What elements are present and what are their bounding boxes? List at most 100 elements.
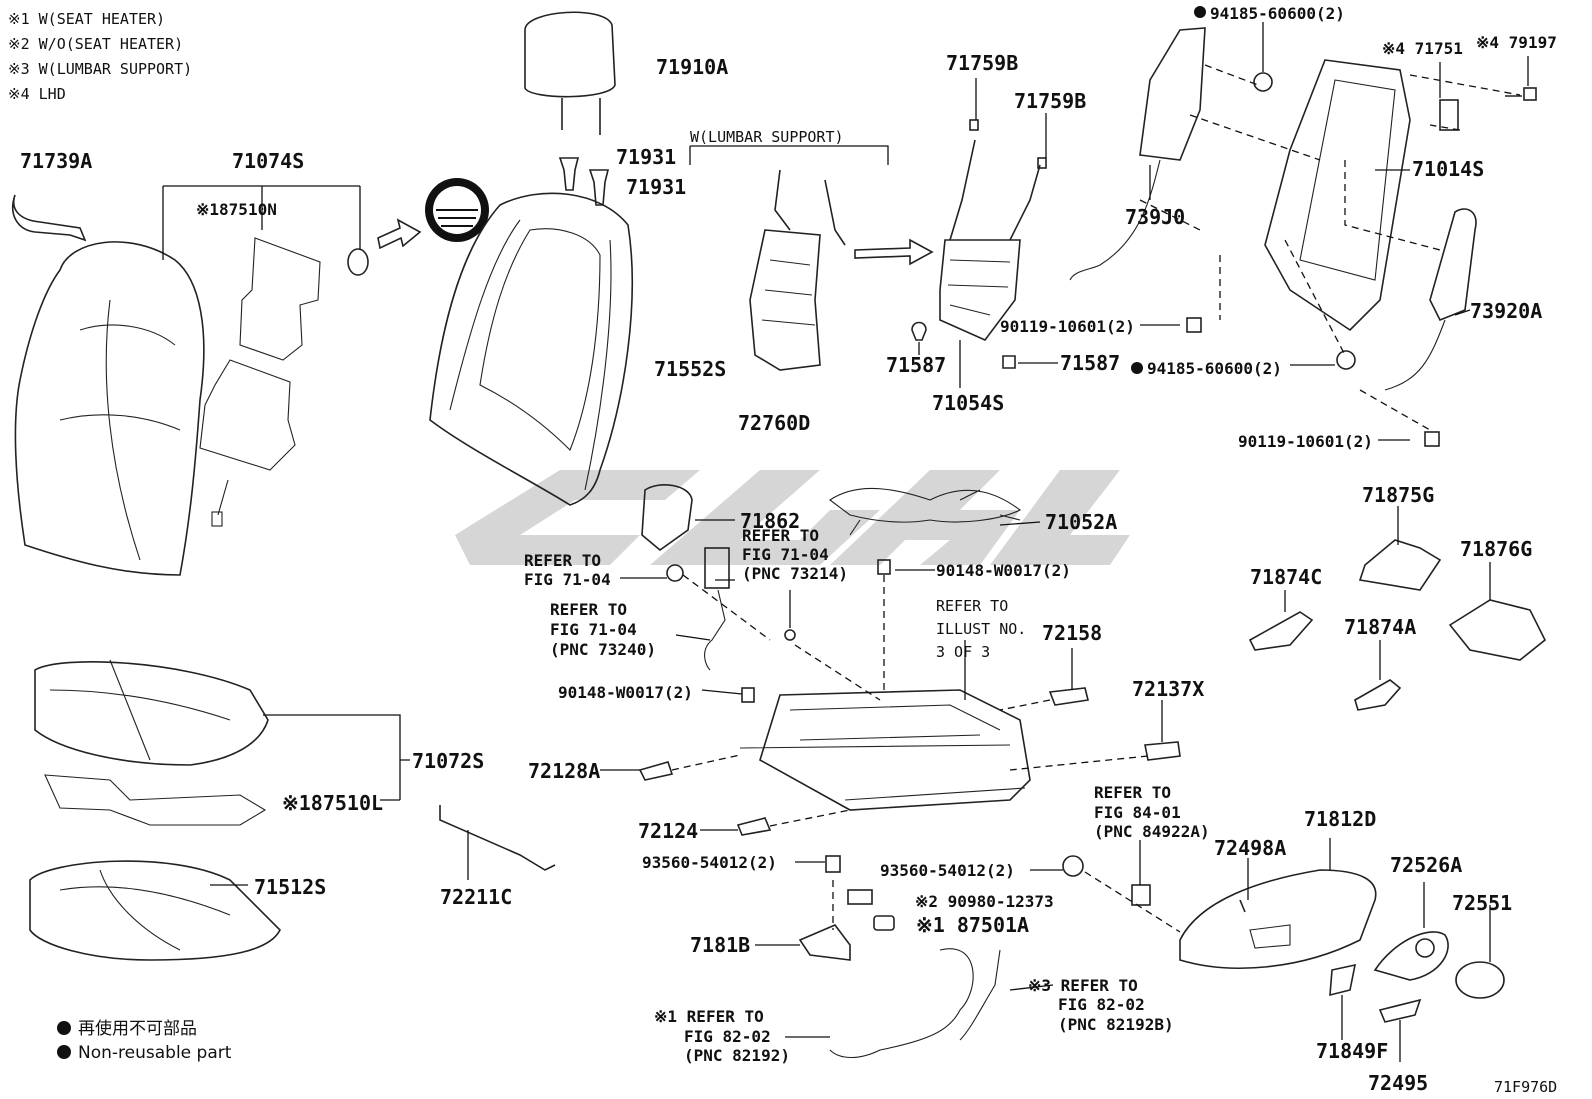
clip-72498A	[1239, 899, 1246, 913]
lumbar-72760D	[749, 169, 846, 371]
label-71875G: 71875G	[1362, 483, 1434, 507]
ring-part	[347, 248, 369, 276]
svg-text:REFER TO: REFER TO	[1094, 783, 1171, 802]
cover-71875G	[1358, 539, 1442, 591]
refer-block-7: ※1 REFER TO FIG 82-02 (PNC 82192)	[654, 1007, 790, 1065]
svg-text:(PNC 73214): (PNC 73214)	[742, 564, 848, 583]
cover-71874C	[1248, 611, 1314, 651]
cover-72128A	[638, 761, 674, 781]
label-71849F: 71849F	[1316, 1039, 1388, 1063]
wire-harness-71052A	[829, 487, 1022, 536]
clip-71759B	[969, 119, 1047, 169]
pad-87501A	[873, 915, 895, 931]
knob-72526A	[1373, 931, 1449, 981]
cover-71849F	[1329, 963, 1357, 997]
lumbar-frame-71054S	[939, 139, 1041, 341]
label-71751: ※4 71751	[1382, 39, 1463, 58]
side-cover-71812D	[1179, 869, 1377, 969]
label-71512S: 71512S	[254, 875, 326, 899]
label-7181B: 7181B	[690, 933, 750, 957]
nonreusable-dot-94185b	[1131, 362, 1143, 374]
clip-71587	[911, 321, 1016, 369]
svg-text:FIG 71-04: FIG 71-04	[742, 545, 829, 564]
cushion-cover-71072S	[34, 659, 269, 766]
svg-text:FIG 71-04: FIG 71-04	[524, 570, 611, 589]
refer-block-4: REFER TO ILLUST NO. 3 OF 3	[936, 597, 1026, 661]
bracket-71751	[1439, 99, 1459, 131]
svg-text:※1 REFER TO: ※1 REFER TO	[654, 1007, 764, 1026]
svg-text:(PNC 82192B): (PNC 82192B)	[1058, 1015, 1174, 1034]
legend-dot-en	[57, 1045, 71, 1059]
label-93560-a: 93560-54012(2)	[642, 853, 777, 872]
note-2: ※2 W/O(SEAT HEATER)	[8, 35, 183, 53]
refer-block-1: REFER TO FIG 71-04	[524, 551, 611, 589]
svg-text:FIG 71-04: FIG 71-04	[550, 620, 637, 639]
label-73920A: 73920A	[1470, 299, 1542, 323]
label-87501A: ※1 87501A	[916, 913, 1029, 937]
wire-72211C	[439, 805, 556, 871]
label-71931-b: 71931	[626, 175, 686, 199]
label-71054S: 71054S	[932, 391, 1004, 415]
bolt-79197	[1505, 87, 1537, 101]
label-71874A: 71874A	[1344, 615, 1416, 639]
label-72495: 72495	[1368, 1071, 1428, 1095]
label-90119-b: 90119-10601(2)	[1238, 432, 1373, 451]
cover-72158	[1048, 687, 1089, 706]
seatback-cover-71074S	[14, 241, 205, 576]
refer-block-2: REFER TO FIG 71-04 (PNC 73214)	[742, 526, 848, 583]
label-94185-a: 94185-60600(2)	[1210, 4, 1345, 23]
note-4: ※4 LHD	[8, 85, 66, 103]
label-72211C: 72211C	[440, 885, 512, 909]
cover-72124	[736, 817, 772, 836]
label-90119-a: 90119-10601(2)	[1000, 317, 1135, 336]
label-72124: 72124	[638, 819, 698, 843]
svg-text:(PNC 82192): (PNC 82192)	[684, 1046, 790, 1065]
cover-71874A	[1354, 679, 1402, 711]
label-94185-b: 94185-60600(2)	[1147, 359, 1282, 378]
bolt-93560	[825, 855, 1084, 877]
svg-text:3 OF 3: 3 OF 3	[936, 643, 990, 661]
label-739J0: 739J0	[1125, 205, 1185, 229]
label-71812D: 71812D	[1304, 807, 1376, 831]
label-72551: 72551	[1452, 891, 1512, 915]
label-71759B-a: 71759B	[946, 51, 1018, 75]
arrow-to-fabric	[377, 218, 422, 250]
clip-71739A	[11, 194, 87, 242]
cushion-pad-71512S	[29, 860, 281, 961]
label-71931-a: 71931	[616, 145, 676, 169]
label-72498A: 72498A	[1214, 836, 1286, 860]
note-3: ※3 W(LUMBAR SUPPORT)	[8, 60, 192, 78]
refer-block-5: REFER TO FIG 84-01 (PNC 84922A)	[1094, 783, 1210, 841]
svg-text:FIG 82-02: FIG 82-02	[684, 1027, 771, 1046]
svg-text:ILLUST NO.: ILLUST NO.	[936, 620, 1026, 638]
label-71874C: 71874C	[1250, 565, 1322, 589]
label-71739A: 71739A	[20, 149, 92, 173]
svg-text:FIG 82-02: FIG 82-02	[1058, 995, 1145, 1014]
svg-text:(PNC 73240): (PNC 73240)	[550, 640, 656, 659]
label-71862: 71862	[740, 509, 800, 533]
label-87510N: ※187510N	[196, 200, 277, 219]
label-87510L: ※187510L	[282, 791, 383, 815]
nut-94185	[1253, 72, 1356, 370]
connector-84922A	[1131, 884, 1151, 906]
cap-72551	[1455, 961, 1505, 999]
svg-text:※3 REFER TO: ※3 REFER TO	[1028, 976, 1138, 995]
svg-text:(PNC 84922A): (PNC 84922A)	[1094, 822, 1210, 841]
seatback-pad-71552S	[429, 192, 634, 506]
label-71876G: 71876G	[1460, 537, 1532, 561]
fabric-detail-circle	[425, 178, 489, 242]
cover-71876G	[1448, 599, 1547, 661]
arrow-to-frame	[854, 238, 934, 266]
seatback-frame-71014S	[1264, 59, 1411, 332]
label-71552S: 71552S	[654, 357, 726, 381]
legend: 再使用不可部品 Non-reusable part	[57, 1018, 232, 1063]
label-71587-a: 71587	[886, 353, 946, 377]
seat-belt-buckle	[666, 547, 796, 671]
label-71014S: 71014S	[1412, 157, 1484, 181]
label-72760D: 72760D	[738, 411, 810, 435]
side-airbag-73920A	[1384, 208, 1477, 391]
label-90980: ※2 90980-12373	[915, 892, 1054, 911]
bracket-7181B	[798, 924, 851, 961]
label-72137X: 72137X	[1132, 677, 1204, 701]
